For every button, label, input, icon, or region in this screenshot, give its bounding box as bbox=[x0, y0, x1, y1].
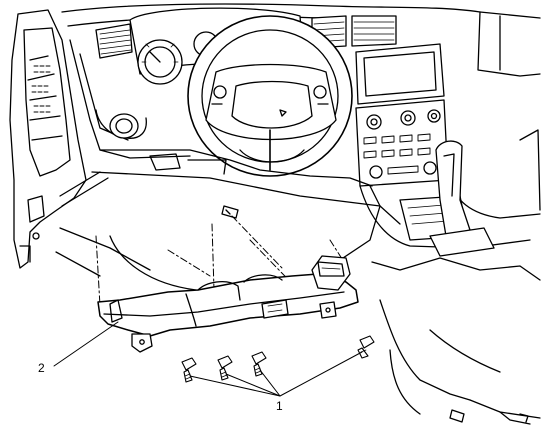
callout-label-2: 2 bbox=[38, 361, 45, 375]
leader-line-2 bbox=[53, 321, 119, 367]
callout-label-1: 1 bbox=[276, 399, 283, 413]
callout-leaders bbox=[53, 321, 363, 397]
leader-line-1d bbox=[279, 351, 363, 397]
door-grille bbox=[31, 65, 51, 113]
air-distribution-duct bbox=[97, 255, 359, 353]
left-air-vent bbox=[95, 23, 133, 59]
leader-line-1a bbox=[189, 375, 281, 397]
gear-shifter bbox=[429, 140, 495, 257]
fastener-2 bbox=[217, 355, 233, 381]
fastener-3 bbox=[251, 351, 267, 377]
duct-outlet bbox=[311, 255, 351, 291]
headlamp-switch bbox=[109, 113, 139, 139]
lower-dash bbox=[91, 109, 401, 261]
floor-carpet bbox=[55, 227, 541, 425]
fastener-1 bbox=[181, 357, 197, 383]
climate-control-panel bbox=[355, 99, 449, 187]
leader-line-1b bbox=[225, 373, 281, 397]
leader-line-1c bbox=[259, 369, 281, 397]
steering-wheel bbox=[187, 15, 353, 177]
left-door-trim bbox=[9, 9, 109, 269]
fastener-4 bbox=[357, 335, 375, 359]
fasteners bbox=[181, 335, 375, 383]
